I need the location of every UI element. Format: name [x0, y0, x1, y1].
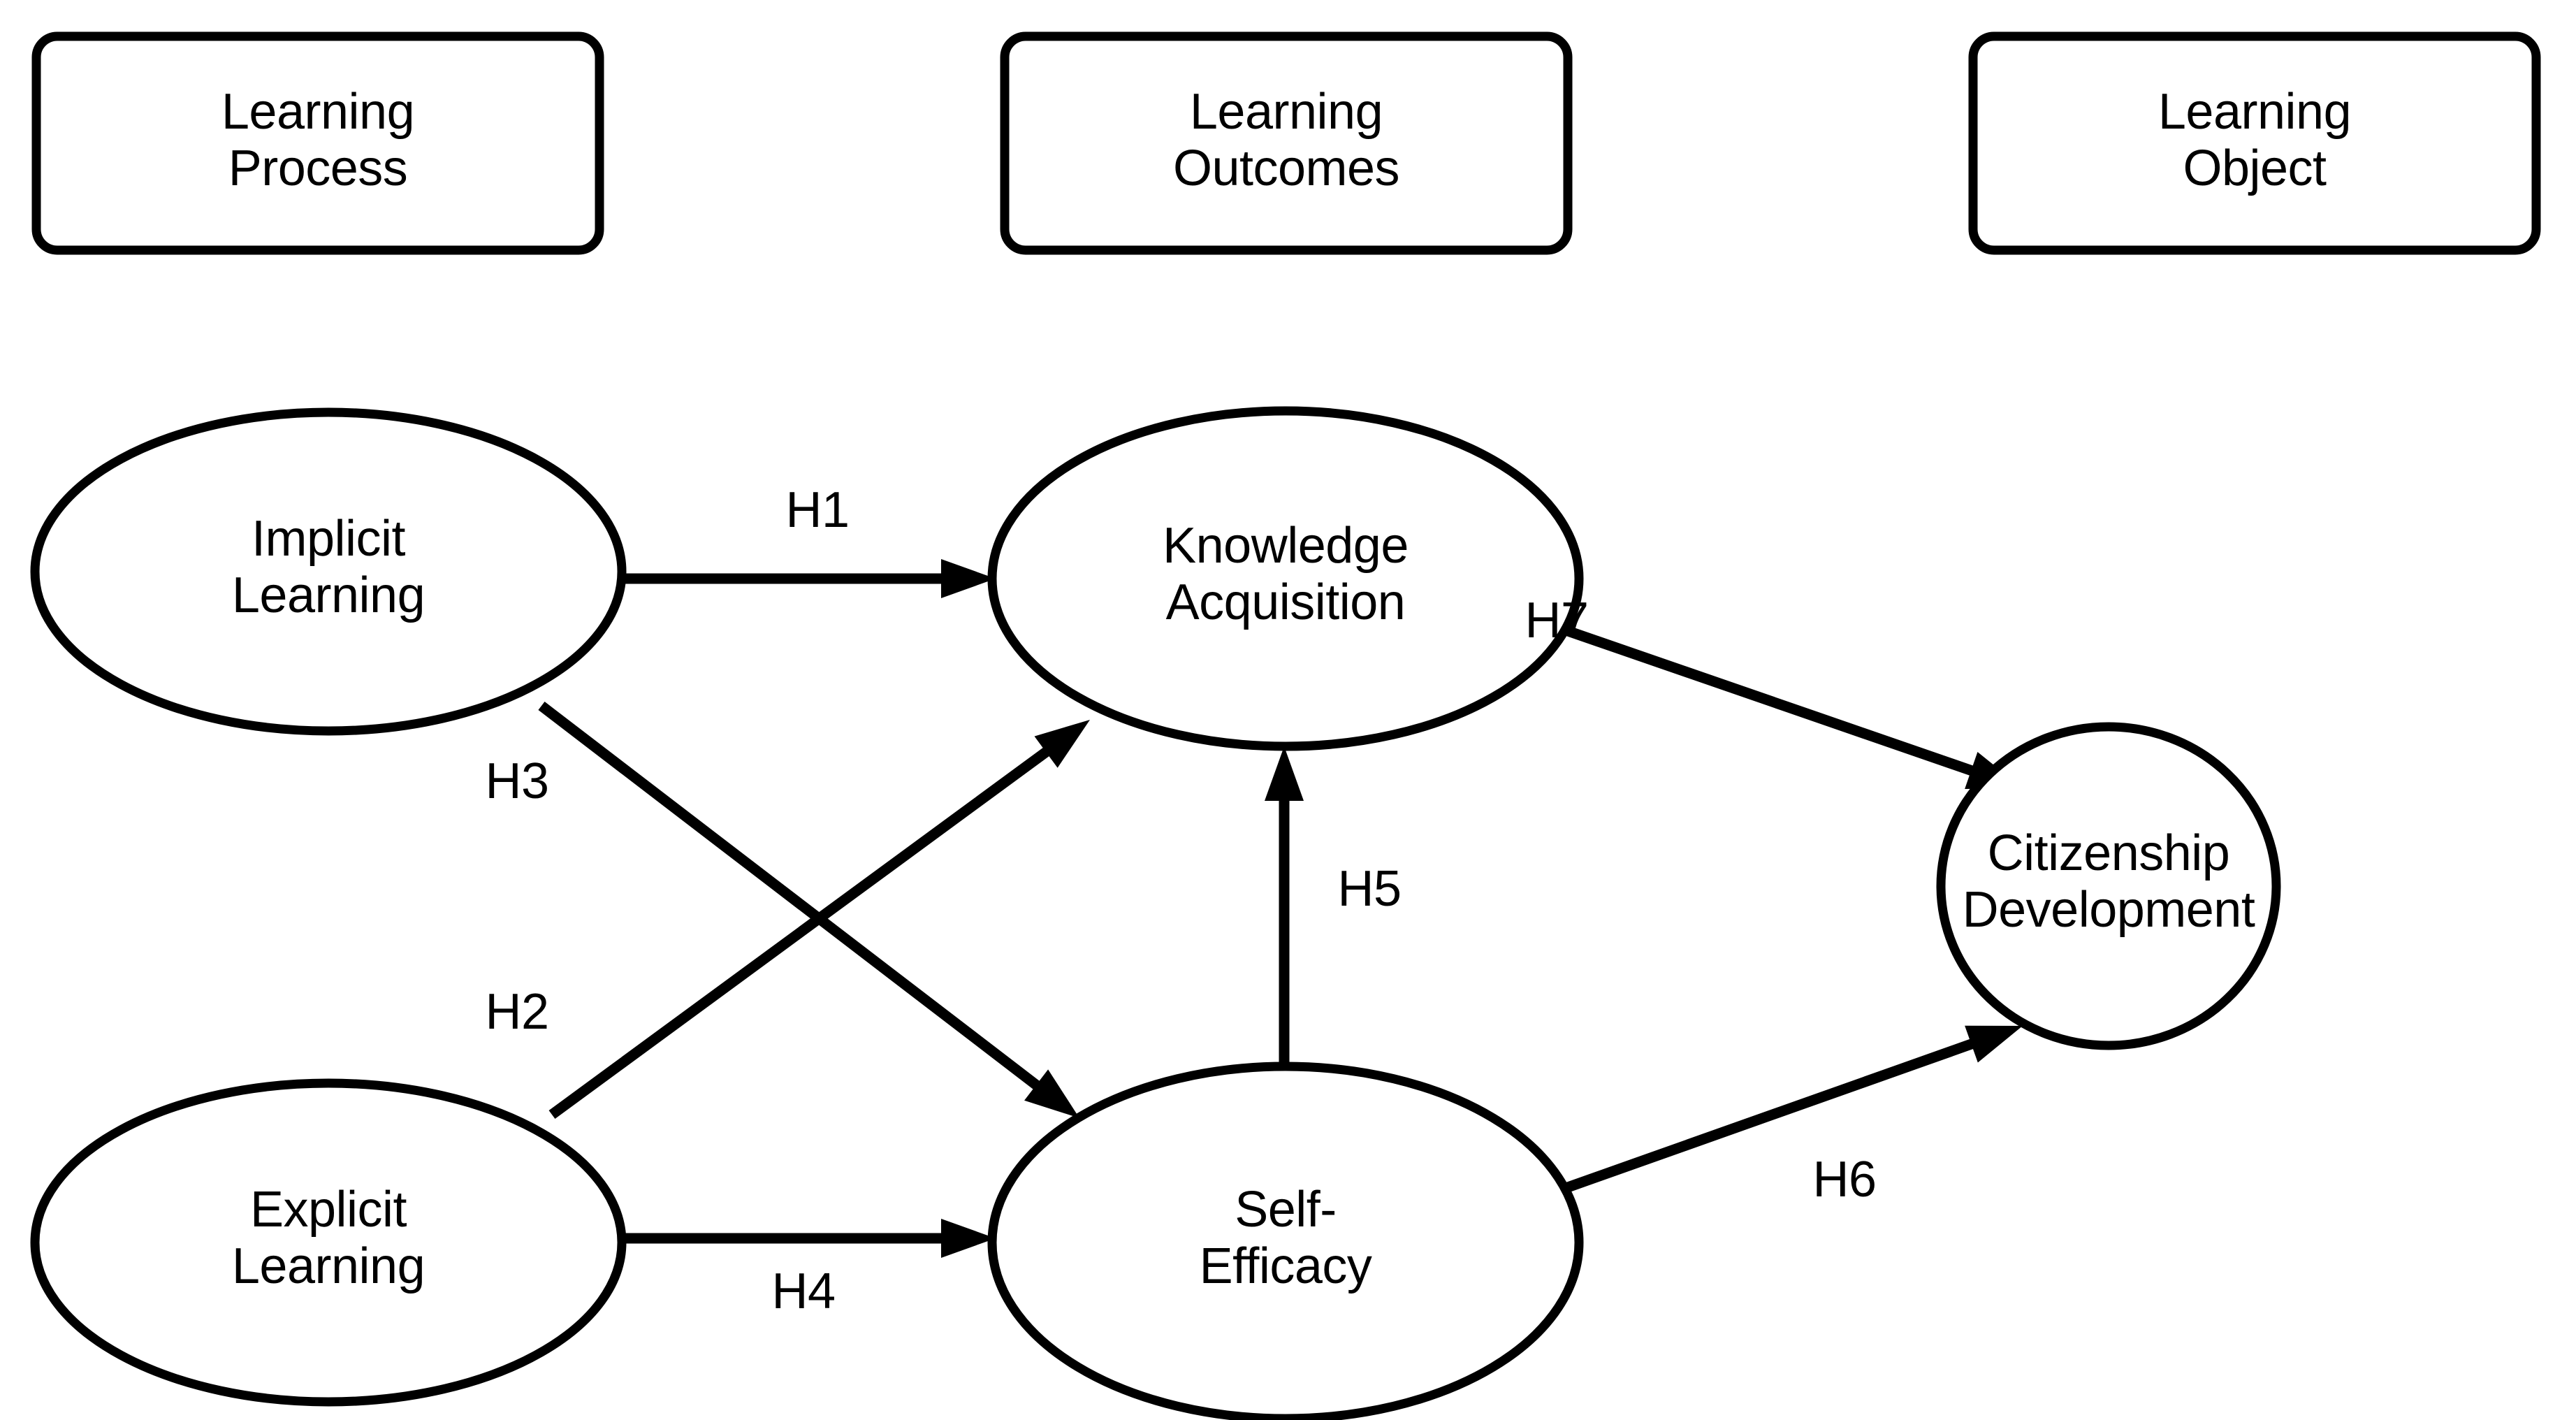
group-box-learning-outcomes [1000, 31, 1573, 255]
node-label-explicit-learning: Explicit Learning [231, 1182, 425, 1295]
edge-arrowhead-h5 [1265, 746, 1304, 801]
edge-label-h6: H6 [1812, 1152, 1877, 1208]
group-box-learning-object [1968, 31, 2541, 255]
group-boxes-layer [31, 31, 2541, 255]
node-label-implicit-learning: Implicit Learning [231, 511, 425, 624]
node-ellipse-knowledge-acquisition[interactable] [987, 406, 1584, 751]
edge-arrowhead-h1 [941, 559, 996, 598]
group-label-learning-object: Learning Object [2157, 84, 2352, 197]
edge-label-h2: H2 [485, 984, 549, 1040]
edge-label-h4: H4 [771, 1263, 836, 1319]
nodes-layer [30, 406, 2281, 1420]
node-label-self-efficacy: Self- Efficacy [1199, 1182, 1372, 1295]
node-label-citizenship-development: Citizenship Development [1962, 825, 2255, 939]
edge-arrowhead-h6 [1965, 1025, 2023, 1063]
node-label-knowledge-acquisition: Knowledge Acquisition [1163, 518, 1409, 631]
edge-label-h3: H3 [485, 753, 549, 809]
edge-line-h3 [538, 702, 1045, 1094]
node-ellipse-citizenship-development[interactable] [1936, 722, 2281, 1050]
node-ellipse-self-efficacy[interactable] [987, 1062, 1584, 1420]
edge-label-h1: H1 [785, 482, 850, 538]
group-label-learning-process: Learning Process [221, 84, 415, 197]
edge-label-h7: H7 [1525, 593, 1589, 649]
group-box-learning-process [31, 31, 604, 255]
node-ellipse-explicit-learning[interactable] [30, 1078, 627, 1407]
edge-arrowhead-h4 [941, 1219, 996, 1258]
edge-arrowhead-h2 [1034, 720, 1090, 768]
group-label-learning-outcomes: Learning Outcomes [1172, 84, 1400, 197]
node-ellipse-implicit-learning[interactable] [30, 407, 627, 736]
edge-arrowhead-h3 [1024, 1069, 1079, 1118]
edge-label-h5: H5 [1337, 861, 1402, 917]
edge-line-h2 [548, 744, 1055, 1120]
